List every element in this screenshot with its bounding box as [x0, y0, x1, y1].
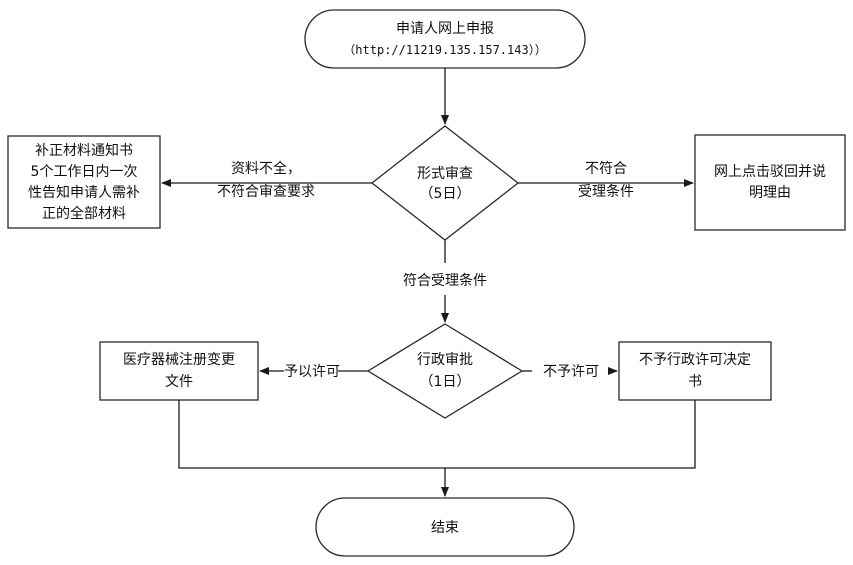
formal-review-diamond	[370, 125, 520, 241]
supplement-line-3: 性告知申请人需补	[28, 184, 140, 201]
end-node: 结束	[315, 497, 575, 557]
formal-review-label: 形式审查	[417, 166, 473, 182]
admin-approval-diamond	[366, 323, 524, 419]
edge-deny-label: 不予许可	[543, 364, 599, 380]
merge-connector	[178, 400, 696, 469]
change-doc-node: 医疗器械注册变更 文件	[99, 341, 259, 401]
reject-line-1: 网上点击驳回并说	[714, 164, 826, 180]
supplement-notice-box	[7, 135, 161, 229]
deny-decision-node: 不予行政许可决定 书	[618, 341, 772, 401]
supplement-line-1: 补正材料通知书	[35, 142, 133, 159]
edge-eligible-label: 符合受理条件	[403, 272, 487, 289]
deny-decision-line-1: 不予行政许可决定	[639, 352, 751, 368]
admin-approval-days: （1日）	[420, 374, 471, 390]
deny-decision-box	[618, 341, 772, 401]
edge-not-eligible-label-1: 不符合	[585, 161, 627, 177]
edge-incomplete-label-1: 资料不全，	[231, 160, 301, 177]
change-doc-box	[99, 341, 259, 401]
end-terminal-shape	[315, 497, 575, 557]
reject-online-box	[694, 134, 846, 231]
formal-review-node: 形式审查 （5日）	[370, 125, 520, 241]
supplement-line-2: 5个工作日内一次	[31, 164, 138, 180]
start-terminal-shape	[304, 9, 586, 69]
start-label: 申请人网上申报	[396, 21, 494, 37]
change-doc-line-1: 医疗器械注册变更	[123, 352, 235, 368]
start-url: （http://11219.135.157.143））	[343, 43, 546, 57]
end-label: 结束	[431, 520, 459, 536]
admin-approval-node: 行政审批 （1日）	[366, 323, 524, 419]
admin-approval-label: 行政审批	[417, 352, 473, 368]
supplement-notice-node: 补正材料通知书 5个工作日内一次 性告知申请人需补 正的全部材料	[7, 135, 161, 229]
edge-incomplete-label-2: 不符合审查要求	[217, 184, 315, 200]
edge-not-eligible-label-2: 受理条件	[578, 183, 634, 200]
start-node: 申请人网上申报 （http://11219.135.157.143））	[304, 9, 586, 69]
change-doc-line-2: 文件	[165, 374, 193, 390]
supplement-line-4: 正的全部材料	[42, 205, 126, 222]
formal-review-days: （5日）	[420, 186, 471, 202]
edge-grant-label: 予以许可	[284, 364, 340, 380]
deny-decision-line-2: 书	[688, 374, 702, 390]
reject-online-node: 网上点击驳回并说 明理由	[694, 134, 846, 231]
reject-line-2: 明理由	[749, 185, 791, 201]
